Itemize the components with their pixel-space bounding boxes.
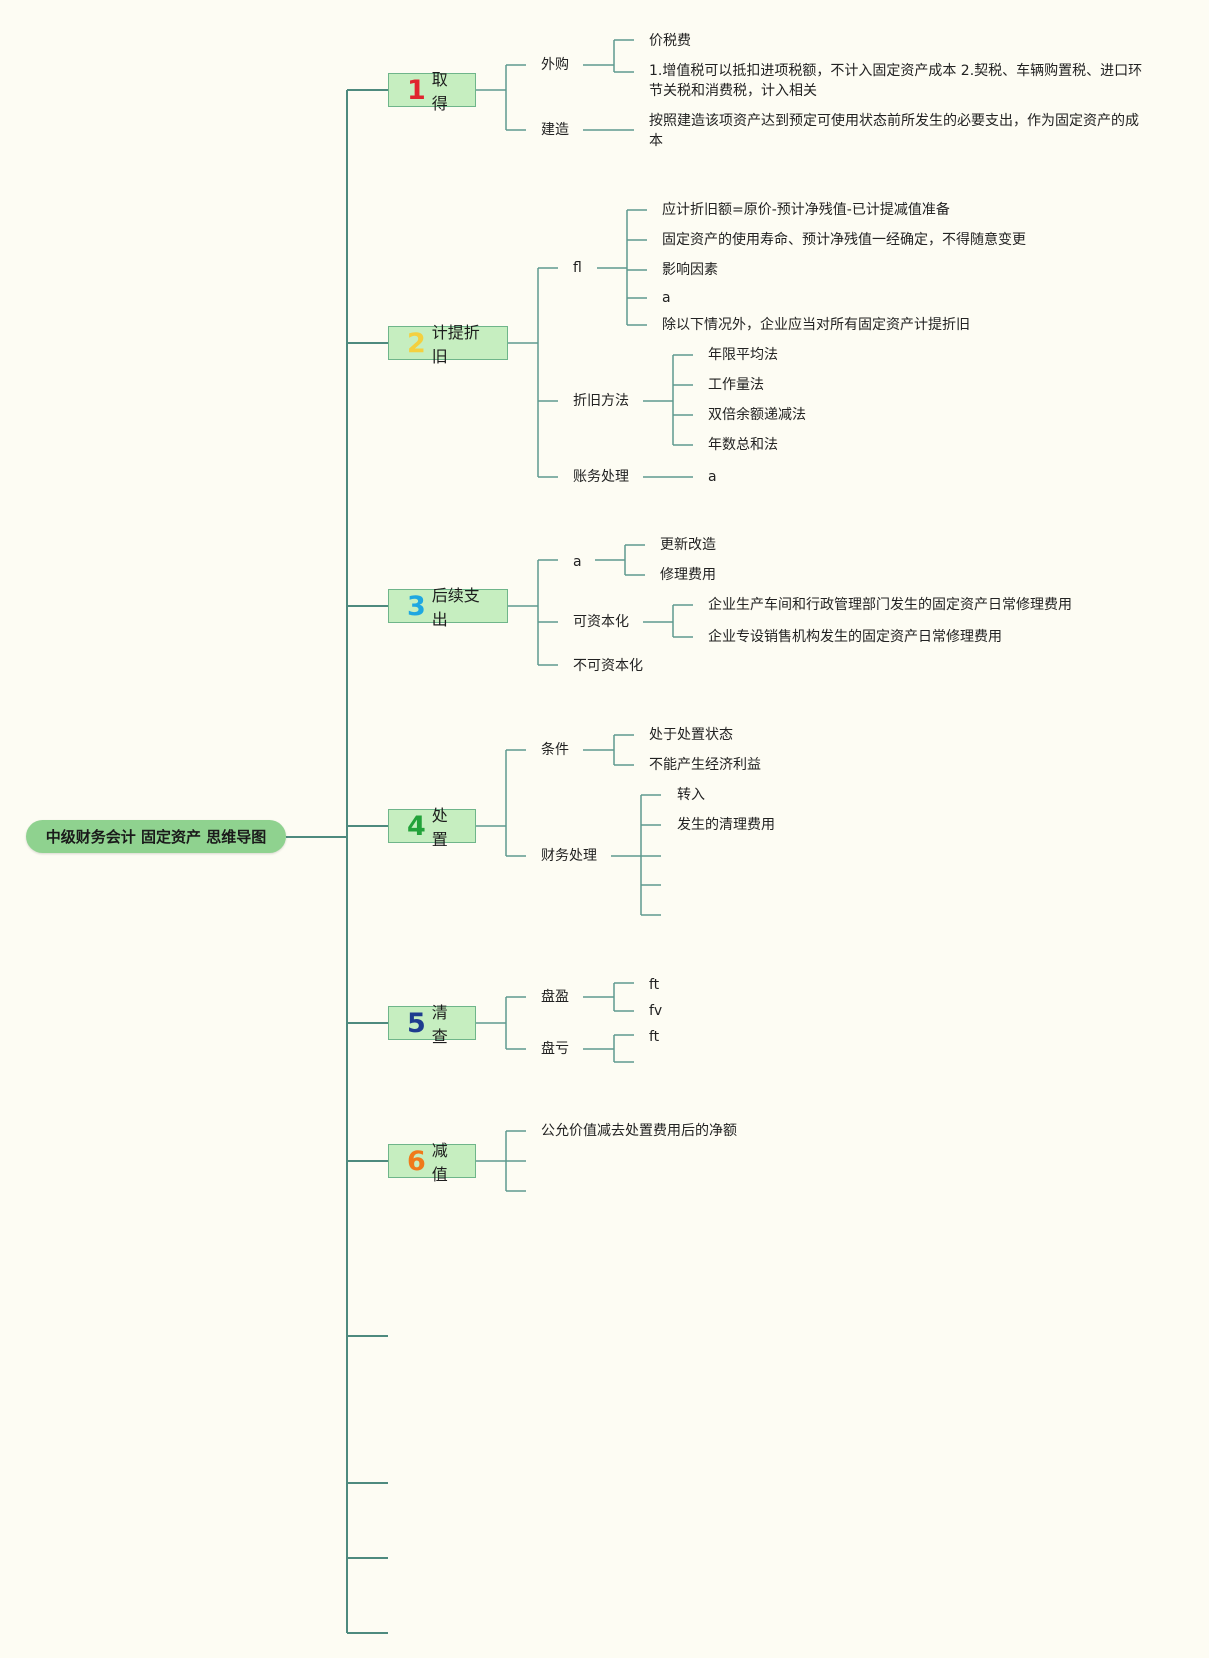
leaf-a[interactable]: a [662, 290, 671, 306]
leaf-nianxianpingjunfa[interactable]: 年限平均法 [708, 347, 778, 363]
leaf-nianshuzonghe[interactable]: 年数总和法 [708, 437, 778, 453]
leaf-jianzao-cost[interactable]: 按照建造该项资产达到预定可使用状态前所发生的必要支出，作为固定资产的成本 [649, 113, 1139, 149]
branch-2-label: 计提折旧 [431, 323, 480, 366]
leaf-ft[interactable]: ft [649, 977, 660, 993]
leaf-gongzuoliangfa[interactable]: 工作量法 [708, 377, 764, 393]
number-2-icon: 2 [407, 327, 426, 359]
subtopic-tiaojian[interactable]: 条件 [541, 742, 569, 758]
subtopic-bukezibenhua[interactable]: 不可资本化 [573, 658, 643, 674]
branch-5-qingcha[interactable]: 5 清查 [388, 1003, 476, 1046]
leaf-shengchanchejian[interactable]: 企业生产车间和行政管理部门发生的固定资产日常修理费用 [708, 597, 1072, 613]
branch-3-label: 后续支出 [431, 586, 480, 629]
number-4-icon: 4 [407, 810, 426, 842]
leaf-ft[interactable]: ft [649, 1029, 660, 1045]
leaf-yingjizhejiue[interactable]: 应计折旧额=原价-预计净残值-已计提减值准备 [662, 202, 950, 218]
subtopic-kezibenhua[interactable]: 可资本化 [573, 614, 629, 630]
branch-5-label: 清查 [431, 1003, 448, 1046]
branch-4-label: 处置 [431, 806, 448, 849]
branch-1-qude[interactable]: 1 取得 [388, 70, 476, 113]
branch-6-label: 减值 [431, 1141, 448, 1184]
subtopic-fl[interactable]: fl [573, 260, 582, 276]
subtopic-panying[interactable]: 盘盈 [541, 989, 569, 1005]
subtopic-caiwuchuli[interactable]: 财务处理 [541, 848, 597, 864]
leaf-jiashuifei[interactable]: 价税费 [649, 33, 691, 49]
leaf-a[interactable]: a [708, 469, 717, 485]
subtopic-a[interactable]: a [573, 554, 582, 570]
leaf-chuyixiaqingkuang[interactable]: 除以下情况外，企业应当对所有固定资产计提折旧 [662, 317, 970, 333]
subtopic-jianzao[interactable]: 建造 [541, 122, 569, 138]
leaf-yingxiangyinsu[interactable]: 影响因素 [662, 262, 718, 278]
branch-4-chuzhi[interactable]: 4 处置 [388, 806, 476, 849]
branch-1-label: 取得 [431, 70, 448, 113]
subtopic-zhejiufangfa[interactable]: 折旧方法 [573, 393, 629, 409]
subtopic-pankui[interactable]: 盘亏 [541, 1041, 569, 1057]
leaf-xiulifeiyong[interactable]: 修理费用 [660, 567, 716, 583]
branch-2-jitizhejiu[interactable]: 2 计提折旧 [388, 323, 508, 366]
branch-3-houxuzhichu[interactable]: 3 后续支出 [388, 586, 508, 629]
number-1-icon: 1 [407, 74, 426, 106]
leaf-fv[interactable]: fv [649, 1003, 663, 1019]
leaf-chuyuchuzhizhuangtai[interactable]: 处于处置状态 [649, 727, 733, 743]
leaf-zengzhishui-note[interactable]: 1.增值税可以抵扣进项税额，不计入固定资产成本 2.契税、车辆购置税、进口环节关… [649, 63, 1143, 99]
leaf-xiaoshoujigou[interactable]: 企业专设销售机构发生的固定资产日常修理费用 [708, 629, 1002, 645]
subtopic-zhangwuchuli[interactable]: 账务处理 [573, 469, 629, 485]
leaf-zhuanru[interactable]: 转入 [677, 787, 705, 803]
number-6-icon: 6 [407, 1145, 426, 1177]
leaf-shiyongshouming[interactable]: 固定资产的使用寿命、预计净残值一经确定，不得随意变更 [662, 232, 1026, 248]
subtopic-gongyunjiazhi[interactable]: 公允价值减去处置费用后的净额 [541, 1123, 737, 1139]
number-3-icon: 3 [407, 590, 426, 622]
leaf-qinglifeiyong[interactable]: 发生的清理费用 [677, 817, 775, 833]
leaf-shuangbeiyue[interactable]: 双倍余额递减法 [708, 407, 806, 423]
root-topic[interactable]: 中级财务会计 固定资产 思维导图 [26, 820, 286, 853]
leaf-gengxingaizao[interactable]: 更新改造 [660, 537, 716, 553]
leaf-bunengchanshengjingjiliyi[interactable]: 不能产生经济利益 [649, 757, 761, 773]
subtopic-waigou[interactable]: 外购 [541, 57, 569, 73]
number-5-icon: 5 [407, 1007, 426, 1039]
branch-6-jianzhi[interactable]: 6 减值 [388, 1141, 476, 1184]
